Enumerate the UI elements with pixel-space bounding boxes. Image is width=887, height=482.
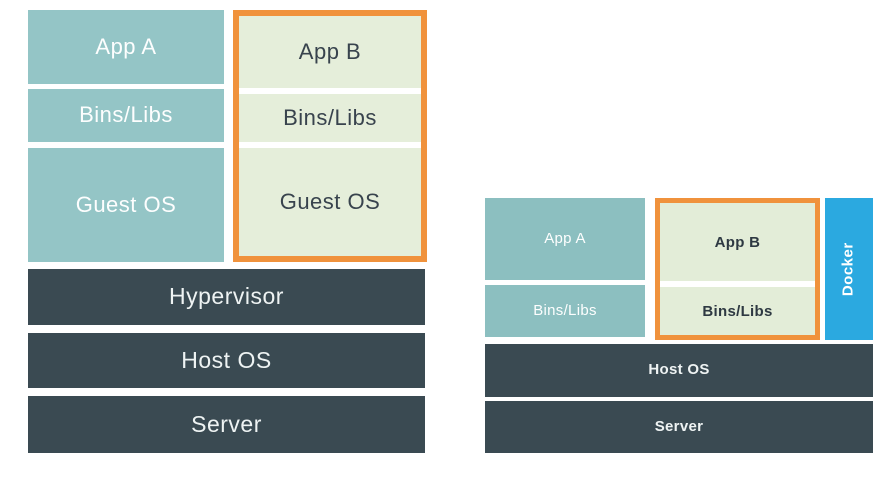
vm-app-a-box: App A <box>28 10 224 84</box>
docker-app-b-box: App B <box>660 203 815 281</box>
docker-server-layer: Server <box>485 401 873 453</box>
docker-bins-libs-a-box: Bins/Libs <box>485 285 645 337</box>
vm-host-os-layer: Host OS <box>28 333 425 388</box>
vm-bins-libs-a-box: Bins/Libs <box>28 89 224 142</box>
vm-server-layer: Server <box>28 396 425 453</box>
vm-bins-libs-b-box: Bins/Libs <box>239 94 421 142</box>
docker-engine-label: Docker <box>839 242 857 296</box>
vm-app-b-box: App B <box>239 16 421 88</box>
docker-host-os-layer: Host OS <box>485 344 873 397</box>
vm-hypervisor-layer: Hypervisor <box>28 269 425 325</box>
vm-highlighted-vm-b-outline: App B Bins/Libs Guest OS <box>233 10 427 262</box>
docker-app-a-box: App A <box>485 198 645 280</box>
docker-engine-column: Docker <box>825 198 873 340</box>
vm-guest-os-a-box: Guest OS <box>28 148 224 262</box>
docker-bins-libs-b-box: Bins/Libs <box>660 287 815 335</box>
vm-guest-os-b-box: Guest OS <box>239 148 421 256</box>
docker-highlighted-container-b-outline: App B Bins/Libs <box>655 198 820 340</box>
